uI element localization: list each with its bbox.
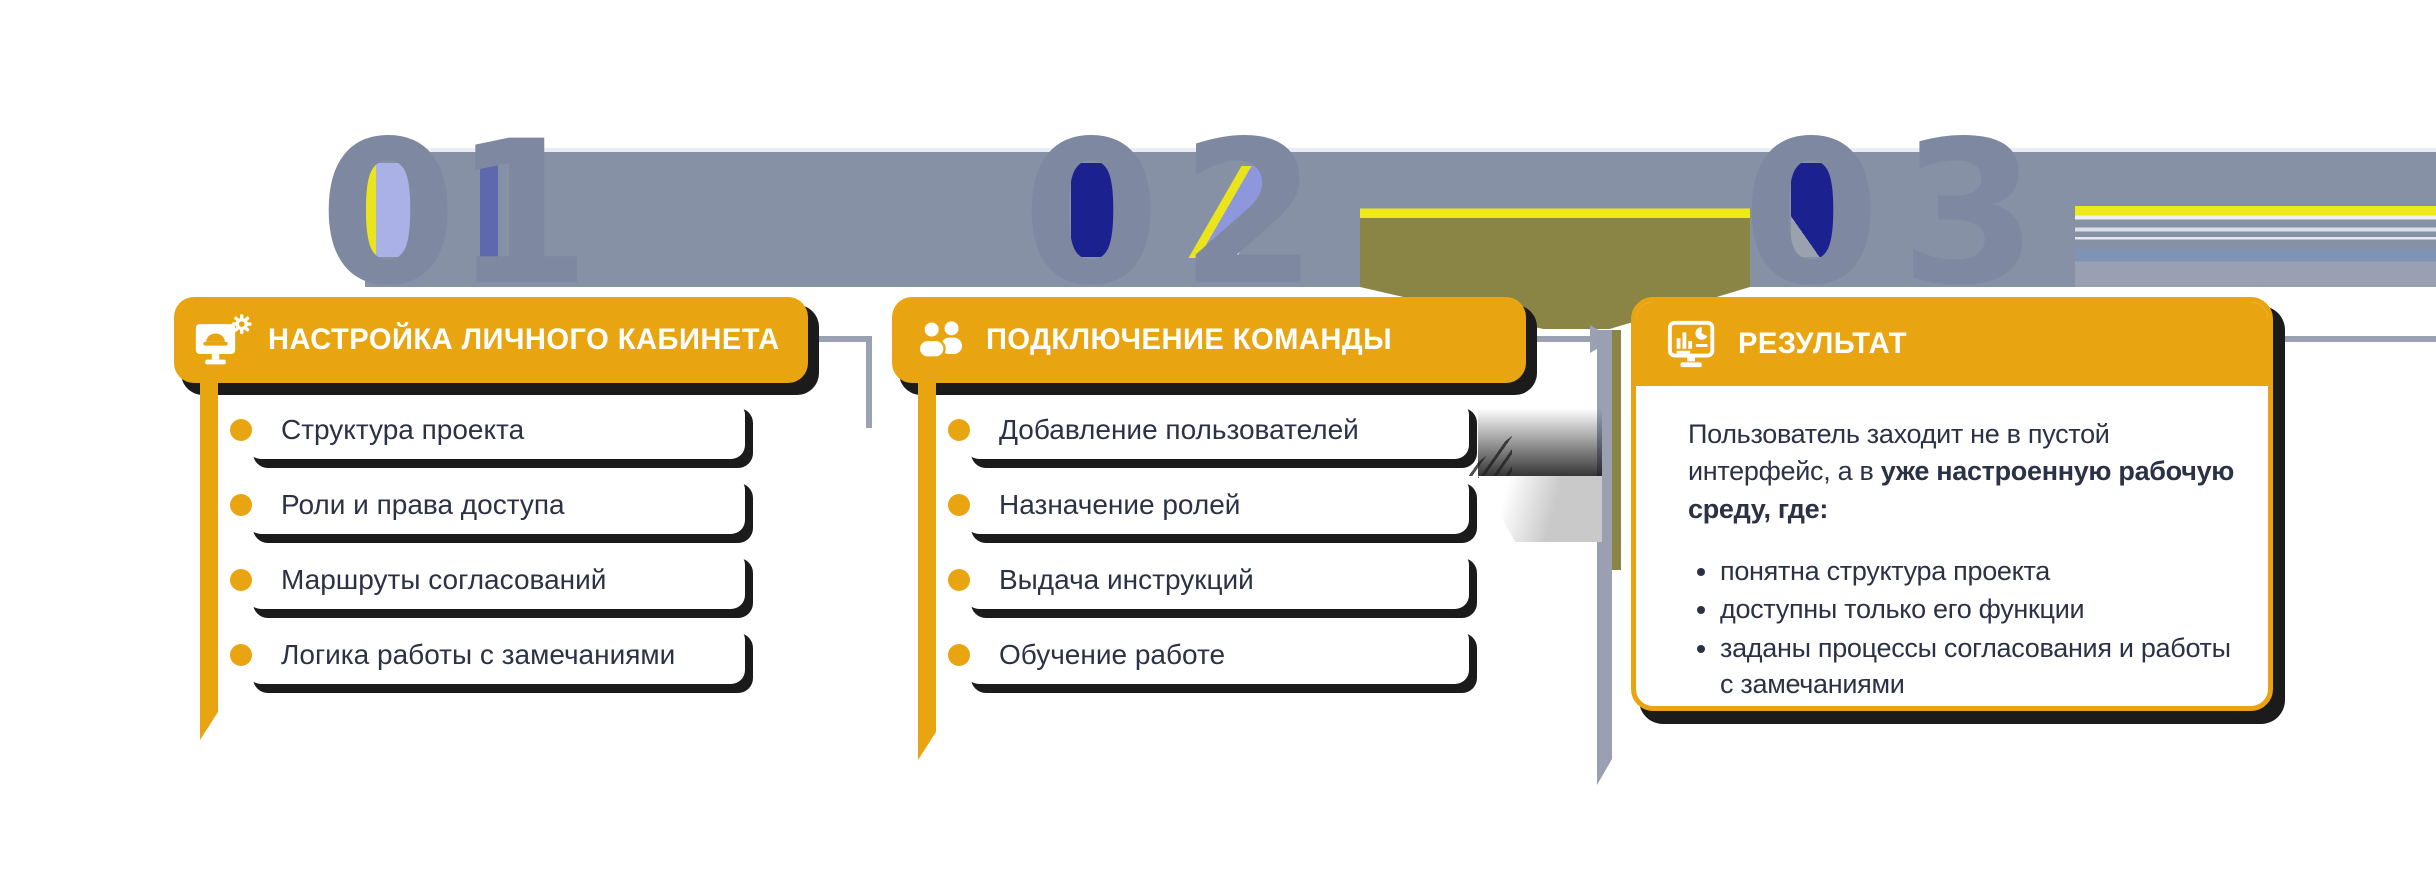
monitor-hardhat-gear-icon (192, 314, 254, 366)
step-number-02: 02 (1005, 114, 1355, 314)
step2-spine (918, 383, 936, 760)
number-accent-yellow (366, 163, 376, 257)
list-item: Добавление пользователей (965, 401, 1469, 459)
beam-arrow-icon (1478, 476, 1602, 542)
number-accent-indigo (480, 163, 498, 257)
step-number-01: 01 (318, 98, 591, 329)
bullet-item: доступны только его функции (1720, 592, 2240, 628)
list-item-label: Добавление пользователей (999, 414, 1359, 445)
result-text-normal: Пользователь заходит не в пустой интерфе… (1688, 419, 2110, 487)
list-item: Логика работы с замечаниями (247, 626, 745, 684)
result-body: Пользователь заходит не в пустой интерфе… (1636, 386, 2268, 702)
team-users-icon (910, 319, 972, 361)
result-panel: РЕЗУЛЬТАТ Пользователь заходит не в пуст… (1631, 297, 2273, 711)
step1-title: НАСТРОЙКА ЛИЧНОГО КАБИНЕТА (268, 323, 780, 356)
list-item: Роли и права доступа (247, 476, 745, 534)
list-item: Маршруты согласований (247, 551, 745, 609)
number-accent-navy (1071, 163, 1124, 257)
list-item-label: Структура проекта (281, 414, 525, 445)
connector-line-2 (1528, 336, 1592, 342)
list-item-label: Выдача инструкций (999, 564, 1254, 595)
connector-line-3 (2274, 336, 2436, 342)
ribbon-segment-left (365, 148, 1360, 287)
step1-list: Структура проекта Роли и права доступа М… (247, 401, 745, 701)
step2-title: ПОДКЛЮЧЕНИЕ КОМАНДЫ (986, 323, 1393, 356)
step2-header: ПОДКЛЮЧЕНИЕ КОМАНДЫ (892, 297, 1526, 383)
step-number-text: 01 (319, 98, 591, 329)
bullet-item: понятна структура проекта (1720, 554, 2240, 590)
bullet-item: заданы процессы согласования и работы с … (1720, 631, 2240, 702)
ribbon-segment-pinstripes (2075, 148, 2436, 287)
step2-list: Добавление пользователей Назначение роле… (965, 401, 1469, 701)
step3-title: РЕЗУЛЬТАТ (1738, 327, 1907, 360)
list-item-label: Роли и права доступа (281, 489, 565, 520)
connector-line-1-drop (866, 336, 872, 428)
list-item: Назначение ролей (965, 476, 1469, 534)
step-number-03: 03 (1730, 114, 2070, 314)
list-item: Обучение работе (965, 626, 1469, 684)
list-item-label: Маршруты согласований (281, 564, 607, 595)
vertical-strip-slate (1597, 330, 1612, 785)
list-item-label: Обучение работе (999, 639, 1226, 670)
vertical-strip-olive (1612, 330, 1621, 570)
step-number-text: 02 (1022, 98, 1338, 329)
list-item: Структура проекта (247, 401, 745, 459)
monitor-charts-icon (1664, 319, 1724, 369)
step3-header: РЕЗУЛЬТАТ (1636, 302, 2268, 386)
step-number-text: 03 (1742, 98, 2058, 329)
result-text-bold: уже настроенную рабочую среду, где: (1688, 456, 2235, 524)
ribbon-segment-yellow-olive (1360, 148, 1750, 287)
list-item: Выдача инструкций (965, 551, 1469, 609)
list-item-label: Логика работы с замечаниями (281, 639, 676, 670)
step1-header: НАСТРОЙКА ЛИЧНОГО КАБИНЕТА (174, 297, 808, 383)
list-item-label: Назначение ролей (999, 489, 1241, 520)
result-paragraph: Пользователь заходит не в пустой интерфе… (1688, 416, 2242, 528)
connector-line-1 (806, 336, 872, 342)
number-accent-periwinkle (376, 163, 422, 257)
step1-spine (200, 383, 218, 740)
number-accent-navy-wedge (1791, 163, 1844, 257)
result-bullet-list: понятна структура проекта доступны тольк… (1688, 554, 2242, 703)
